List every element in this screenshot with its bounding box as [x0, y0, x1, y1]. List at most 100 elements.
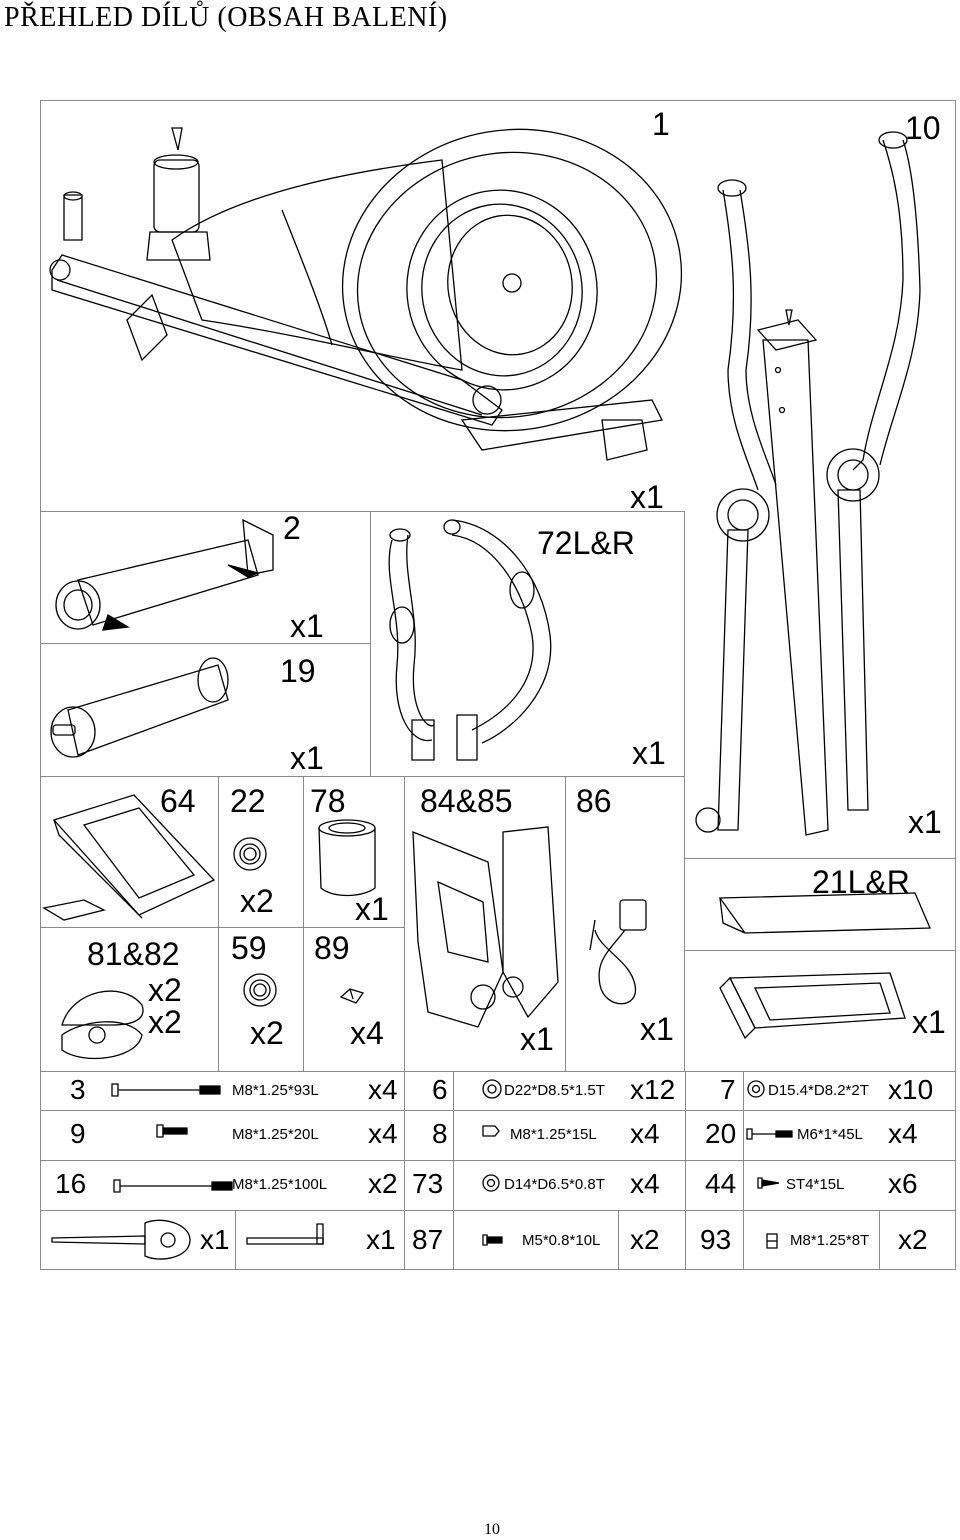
hw-quantity: x2: [898, 1224, 928, 1255]
divider: [684, 511, 685, 1071]
divider: [743, 1071, 744, 1270]
washer-6-icon: [481, 1078, 503, 1100]
part-84-number: 84&85: [420, 783, 513, 819]
part-81-quantity: x2: [148, 972, 182, 1008]
hw-quantity: x1: [200, 1224, 230, 1255]
adapter-illustration: [580, 890, 680, 1020]
hw-quantity: x4: [630, 1118, 660, 1149]
hw-spec: M6*1*45L: [797, 1126, 863, 1143]
divider: [303, 776, 304, 1071]
part-89-number: 89: [314, 930, 350, 966]
hw-spec: M8*1.25*15L: [510, 1126, 597, 1143]
part-59-number: 59: [231, 930, 267, 966]
divider: [453, 1071, 454, 1270]
bolt-9-icon: [155, 1124, 189, 1138]
page-number: 10: [484, 1521, 500, 1538]
screw-44-icon: [757, 1177, 781, 1189]
part-22-number: 22: [230, 783, 266, 819]
hw-number: 87: [412, 1224, 444, 1255]
part-19-number: 19: [280, 653, 316, 689]
hw-quantity: x4: [368, 1118, 398, 1149]
part-78-quantity: x1: [355, 891, 389, 927]
hw-quantity: x1: [366, 1224, 396, 1255]
divider: [235, 1210, 236, 1270]
divider: [370, 511, 371, 776]
screw-87-icon: [481, 1233, 503, 1247]
hw-spec: M8*1.25*20L: [232, 1126, 319, 1143]
hw-number: 3: [70, 1074, 86, 1105]
nut-8-icon: [481, 1123, 501, 1139]
part-86-quantity: x1: [640, 1011, 674, 1047]
hw-quantity: x4: [630, 1168, 660, 1199]
hw-quantity: x6: [888, 1168, 918, 1199]
divider: [40, 1210, 956, 1211]
divider: [40, 1110, 956, 1111]
bolt-16-icon: [112, 1178, 232, 1194]
rear-stabilizer-illustration: [48, 650, 248, 765]
washer-7-icon: [746, 1079, 766, 1099]
part-59-quantity: x2: [250, 1015, 284, 1051]
washer-73-icon: [481, 1173, 501, 1193]
part-2-number: 2: [283, 510, 301, 546]
divider: [404, 1071, 405, 1270]
clip-89-illustration: [338, 985, 368, 1007]
divider: [879, 1210, 880, 1270]
hw-number: 9: [70, 1118, 86, 1149]
hw-spec: M8*1.25*100L: [232, 1176, 328, 1193]
hw-quantity: x2: [630, 1224, 660, 1255]
divider: [40, 1071, 956, 1072]
divider: [404, 776, 405, 1071]
parts-frame: [40, 100, 956, 1270]
part-81-number: 81&82: [87, 936, 180, 972]
divider: [684, 950, 956, 951]
part-72-quantity: x1: [632, 735, 666, 771]
part-10-quantity: x1: [630, 479, 664, 515]
nut-59-illustration: [240, 970, 280, 1010]
hw-number: 8: [432, 1118, 448, 1149]
covers-illustration: [408, 822, 563, 1032]
part-2-quantity: x1: [290, 608, 324, 644]
hw-spec: D14*D6.5*0.8T: [504, 1176, 605, 1193]
hw-spec: ST4*15L: [786, 1176, 845, 1193]
part-22-quantity: x2: [240, 883, 274, 919]
divider: [684, 858, 956, 859]
upright-illustration: [688, 130, 948, 850]
console-illustration: [44, 790, 216, 920]
hw-quantity: x10: [888, 1074, 934, 1105]
hw-quantity: x4: [888, 1118, 918, 1149]
part-21-number: 21L&R: [812, 864, 910, 900]
part-19-quantity: x1: [290, 740, 324, 776]
part-82-quantity: x2: [148, 1004, 182, 1040]
divider: [40, 511, 684, 512]
part-64-number: 64: [160, 783, 196, 819]
hw-spec: D15.4*D8.2*2T: [768, 1082, 869, 1099]
hw-number: 16: [55, 1168, 87, 1199]
divider: [685, 1071, 686, 1270]
bolt-3-icon: [110, 1082, 220, 1098]
divider: [40, 776, 684, 777]
part-84-quantity: x1: [520, 1021, 554, 1057]
hw-spec: D22*D8.5*1.5T: [504, 1082, 605, 1099]
cap-78-illustration: [312, 818, 382, 898]
bolt-20-icon: [746, 1128, 794, 1140]
part-78-number: 78: [310, 783, 346, 819]
hw-number: 44: [705, 1168, 737, 1199]
part-21-quantity-top: x1: [908, 804, 942, 840]
hw-number: 6: [432, 1074, 448, 1105]
part-72-number: 72L&R: [537, 525, 635, 561]
hw-spec: M8*1.25*93L: [232, 1082, 319, 1099]
hw-quantity: x2: [368, 1168, 398, 1199]
part-86-number: 86: [576, 783, 612, 819]
divider: [618, 1210, 619, 1270]
divider: [218, 927, 404, 928]
hw-spec: M8*1.25*8T: [790, 1232, 870, 1249]
front-stabilizer-illustration: [48, 515, 288, 635]
page-title: PŘEHLED DÍLŮ (OBSAH BALENÍ): [4, 2, 448, 33]
hw-quantity: x4: [368, 1074, 398, 1105]
hw-number: 7: [720, 1074, 736, 1105]
divider: [565, 776, 566, 1071]
part-10-number: 10: [905, 110, 941, 146]
divider: [218, 776, 219, 1071]
divider: [40, 1160, 956, 1161]
part-89-quantity: x4: [350, 1015, 384, 1051]
